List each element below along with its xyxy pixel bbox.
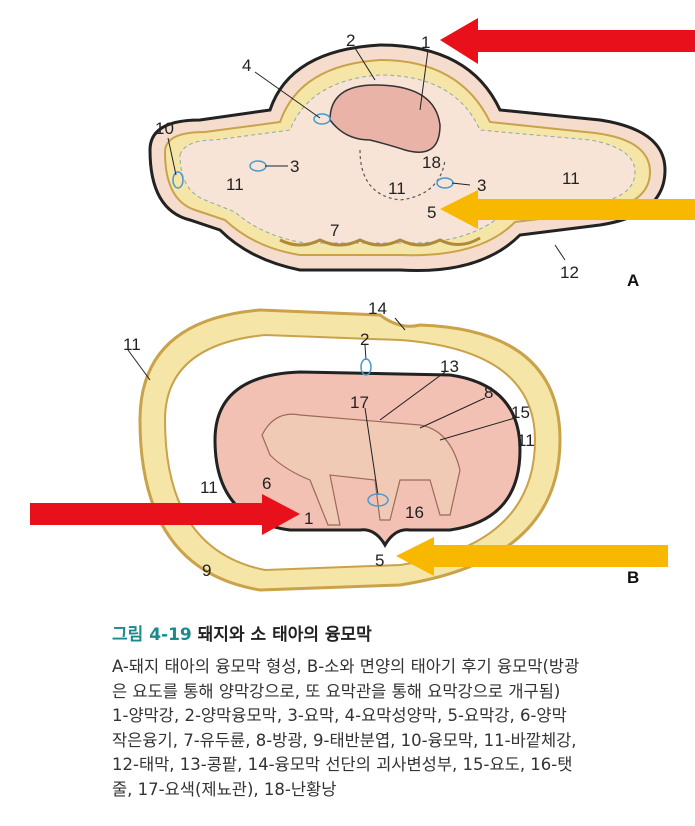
figure-caption: 그림 4-19 돼지와 소 태아의 융모막 A-돼지 태아의 융모막 형성, B… xyxy=(112,620,692,802)
panel-label-a: A xyxy=(627,271,639,290)
label-a-1: 1 xyxy=(421,33,430,52)
umbilical-cord-marker xyxy=(367,493,389,507)
allantoamnion-marker xyxy=(313,113,331,125)
label-b-17: 17 xyxy=(350,393,369,412)
label-b-6: 6 xyxy=(262,474,271,493)
caption-line: 줄, 17-요색(제뇨관), 18-난황낭 xyxy=(112,779,337,799)
label-a-12: 12 xyxy=(560,263,579,282)
label-a-18: 18 xyxy=(422,153,441,172)
label-a-10: 10 xyxy=(155,119,174,138)
label-b-15: 15 xyxy=(511,403,530,422)
label-a-5: 5 xyxy=(427,203,436,222)
label-b-13: 13 xyxy=(440,357,459,376)
areolae xyxy=(279,236,481,247)
label-b-14: 14 xyxy=(368,299,387,318)
label-a-4: 4 xyxy=(242,56,251,75)
red-arrow-left-icon xyxy=(440,18,695,64)
yellow-arrow-left-icon-b xyxy=(396,537,668,576)
membranes-diagram: 2 1 4 10 3 18 11 11 3 11 5 7 12 A 14 11 … xyxy=(30,18,695,592)
label-a-11: 11 xyxy=(226,175,244,194)
calf-fetus xyxy=(261,413,461,526)
label-b-2: 2 xyxy=(360,330,369,349)
label-b-11b: 11 xyxy=(517,431,535,450)
amniochorion-marker xyxy=(360,358,372,376)
label-b-11: 11 xyxy=(123,335,141,354)
label-b-9: 9 xyxy=(202,561,211,580)
caption-line: 은 요도를 통해 양막강으로, 또 요막관을 통해 요막강으로 개구됨) xyxy=(112,681,561,701)
caption-body: A-돼지 태아의 융모막 형성, B-소와 면양의 태아기 후기 융모막(방광 … xyxy=(112,655,692,802)
caption-line: 12-태막, 13-콩팥, 14-융모막 선단의 괴사변성부, 15-요도, 1… xyxy=(112,755,573,774)
panel-label-b: B xyxy=(627,568,639,587)
diagram-a-pig-fetus: 2 1 4 10 3 18 11 11 3 11 5 7 12 A xyxy=(148,31,667,290)
caption-line: A-돼지 태아의 융모막 형성, B-소와 면양의 태아기 후기 융모막(방광 xyxy=(112,657,580,676)
caption-line: 1-양막강, 2-양막융모막, 3-요막, 4-요막성양막, 5-요막강, 6-… xyxy=(112,706,567,725)
leader-lines-a xyxy=(167,47,566,261)
label-a-3: 3 xyxy=(290,157,299,176)
label-a-11c: 11 xyxy=(562,169,580,188)
label-b-5: 5 xyxy=(375,551,384,570)
label-a-2: 2 xyxy=(346,31,355,50)
label-a-3b: 3 xyxy=(477,176,486,195)
caption-line: 작은융기, 7-유두륜, 8-방광, 9-태반분엽, 10-융모막, 11-바깥… xyxy=(112,730,577,750)
leader-lines-b xyxy=(127,317,516,496)
label-b-1: 1 xyxy=(304,509,313,528)
figure-title: 돼지와 소 태아의 융모막 xyxy=(197,625,372,645)
label-b-16: 16 xyxy=(405,503,424,522)
yellow-arrow-left-icon xyxy=(440,190,695,229)
caption-title: 그림 4-19 돼지와 소 태아의 융모막 xyxy=(112,620,692,645)
label-b-11c: 11 xyxy=(200,478,218,497)
embryo xyxy=(329,84,441,153)
label-a-7: 7 xyxy=(330,221,339,240)
chorion-marker xyxy=(172,171,184,189)
red-arrow-right-icon xyxy=(30,494,300,535)
label-a-11b: 11 xyxy=(388,179,406,198)
figure-number: 그림 4-19 xyxy=(112,625,192,645)
label-b-8: 8 xyxy=(484,383,493,402)
